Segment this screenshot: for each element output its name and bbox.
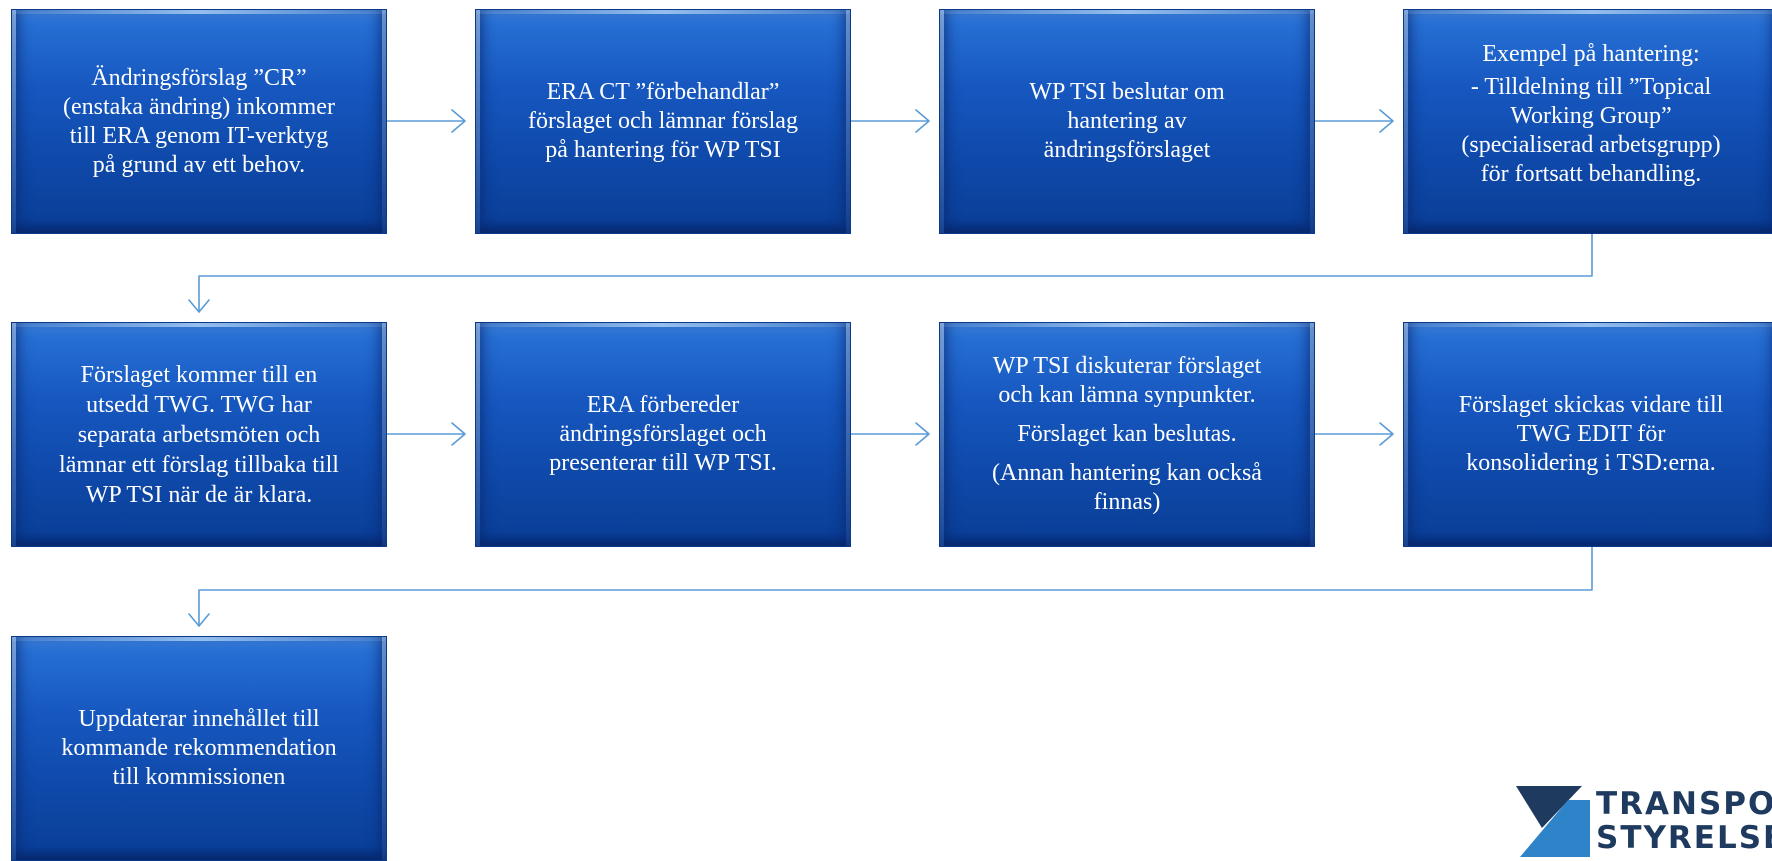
flow-box-text: Förslaget kan beslutas. [1017, 421, 1237, 447]
flow-box-handling-example: Exempel på hantering: - Tilldelning till… [1403, 9, 1772, 234]
flow-box-twg-meetings: Förslaget kommer till en utsedd TWG. TWG… [11, 322, 387, 547]
logo-mark-icon [1516, 786, 1590, 857]
arrow-box5-to-box6 [386, 422, 466, 446]
arrow-box1-to-box2 [386, 109, 466, 133]
flow-box-text: Ändringsförslag ”CR” (enstaka ändring) i… [63, 64, 335, 178]
flow-box-text: (Annan hantering kan också finnas) [992, 460, 1262, 515]
flow-box-text: WP TSI diskuterar förslaget och kan lämn… [992, 353, 1262, 408]
arrow-box6-to-box7 [850, 422, 930, 446]
arrow-box2-to-box3 [850, 109, 930, 133]
transportstyrelsen-logo: TRANSPORT STYRELSEN [1512, 786, 1772, 857]
flow-box-text: WP TSI beslutar om hantering av ändrings… [1029, 79, 1225, 163]
flow-box-cr-incoming: Ändringsförslag ”CR” (enstaka ändring) i… [11, 9, 387, 234]
flow-box-era-prepares: ERA förbereder ändringsförslaget och pre… [475, 322, 851, 547]
flow-box-heading: Exempel på hantering: [1482, 41, 1700, 67]
flow-box-text: Uppdaterar innehållet till kommande reko… [61, 706, 337, 790]
flow-box-era-ct-prepare: ERA CT ”förbehandlar” förslaget och lämn… [475, 9, 851, 234]
flow-box-text: ERA förbereder ändringsförslaget och pre… [549, 392, 777, 476]
arrow-box7-to-box8 [1314, 422, 1394, 446]
logo-line-1: TRANSPORT [1596, 786, 1772, 822]
arrow-row2-to-row3 [188, 546, 1593, 627]
flow-box-update-recommendation: Uppdaterar innehållet till kommande reko… [11, 636, 387, 861]
flow-box-wp-tsi-decides: WP TSI beslutar om hantering av ändrings… [939, 9, 1315, 234]
logo-line-2: STYRELSEN [1596, 820, 1772, 856]
arrow-row1-to-row2 [188, 233, 1593, 313]
arrow-box3-to-box4 [1314, 109, 1394, 133]
flow-box-text: Förslaget kommer till en utsedd TWG. TWG… [59, 361, 339, 508]
flow-box-wp-tsi-discusses: WP TSI diskuterar förslaget och kan lämn… [939, 322, 1315, 547]
flow-box-text: ERA CT ”förbehandlar” förslaget och lämn… [528, 79, 798, 163]
flow-box-text: Förslaget skickas vidare till TWG EDIT f… [1458, 392, 1724, 476]
flow-box-twg-edit: Förslaget skickas vidare till TWG EDIT f… [1403, 322, 1772, 547]
flow-box-text: - Tilldelning till ”Topical Working Grou… [1461, 74, 1721, 187]
